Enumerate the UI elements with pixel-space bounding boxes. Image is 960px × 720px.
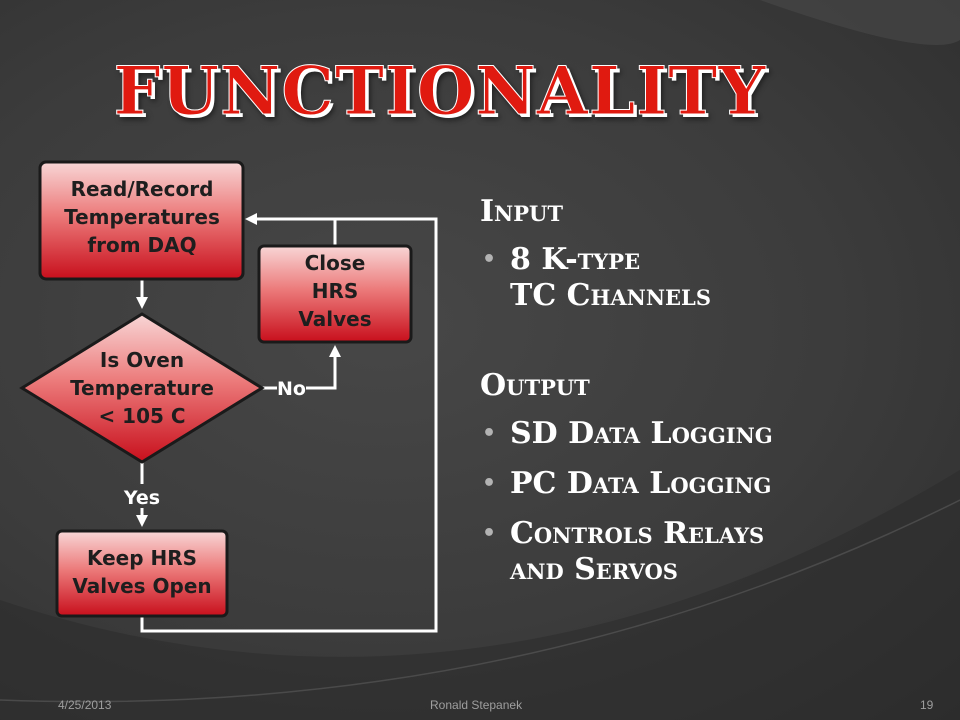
edge-label-yes: Yes (123, 487, 160, 509)
input-heading: Input (480, 194, 563, 229)
footer-author: Ronald Stepanek (430, 698, 523, 712)
output-item-text: SD Data Logging (510, 416, 773, 451)
slide-title: FUNCTIONALITY (113, 52, 767, 131)
output-heading: Output (480, 368, 590, 403)
node-decision-line: Is Oven (100, 348, 184, 372)
node-read-line: Read/Record (71, 177, 214, 201)
footer-date: 4/25/2013 (58, 698, 112, 712)
node-close-line: Valves (298, 307, 371, 331)
output-item: • SD Data Logging (480, 416, 900, 452)
node-close-line: HRS (312, 279, 359, 303)
node-decision: Is Oven Temperature < 105 C (19, 312, 265, 464)
connector-keep-to-read (140, 217, 438, 633)
node-read-line: Temperatures (64, 205, 220, 229)
node-close-valves: Close HRS Valves (257, 244, 413, 344)
output-item-continued: and Servos (480, 552, 900, 588)
bullet-dot: • (482, 247, 497, 272)
node-decision-line: Temperature (70, 376, 214, 400)
output-item-text: and Servos (510, 552, 678, 587)
node-keep-line: Valves Open (72, 574, 211, 598)
node-decision-line: < 105 C (98, 404, 185, 428)
bullet-dot: • (482, 421, 497, 446)
input-item: • 8 K-type (480, 242, 900, 278)
connector-no-to-close (306, 345, 341, 390)
input-item-text: TC Channels (510, 278, 711, 313)
output-item-text: PC Data Logging (510, 466, 772, 501)
bullet-dot: • (482, 471, 497, 496)
node-keep-line: Keep HRS (87, 546, 197, 570)
node-read-record: Read/Record Temperatures from DAQ (38, 160, 245, 281)
input-item-text: 8 K-type (510, 242, 641, 277)
bullet-dot: • (482, 521, 497, 546)
edge-label-no: No (277, 378, 306, 400)
node-keep-valves-open: Keep HRS Valves Open (55, 529, 229, 618)
io-panel: Input • 8 K-type TC Channels Output • SD D… (480, 192, 900, 588)
node-close-line: Close (305, 251, 366, 275)
output-item-text: Controls Relays (510, 516, 765, 551)
output-item: • PC Data Logging (480, 466, 900, 502)
connector-close-to-read (245, 213, 337, 246)
node-read-line: from DAQ (87, 233, 196, 257)
input-item-continued: TC Channels (480, 278, 900, 314)
footer-page-number: 19 (920, 698, 934, 712)
output-item: • Controls Relays (480, 516, 900, 552)
